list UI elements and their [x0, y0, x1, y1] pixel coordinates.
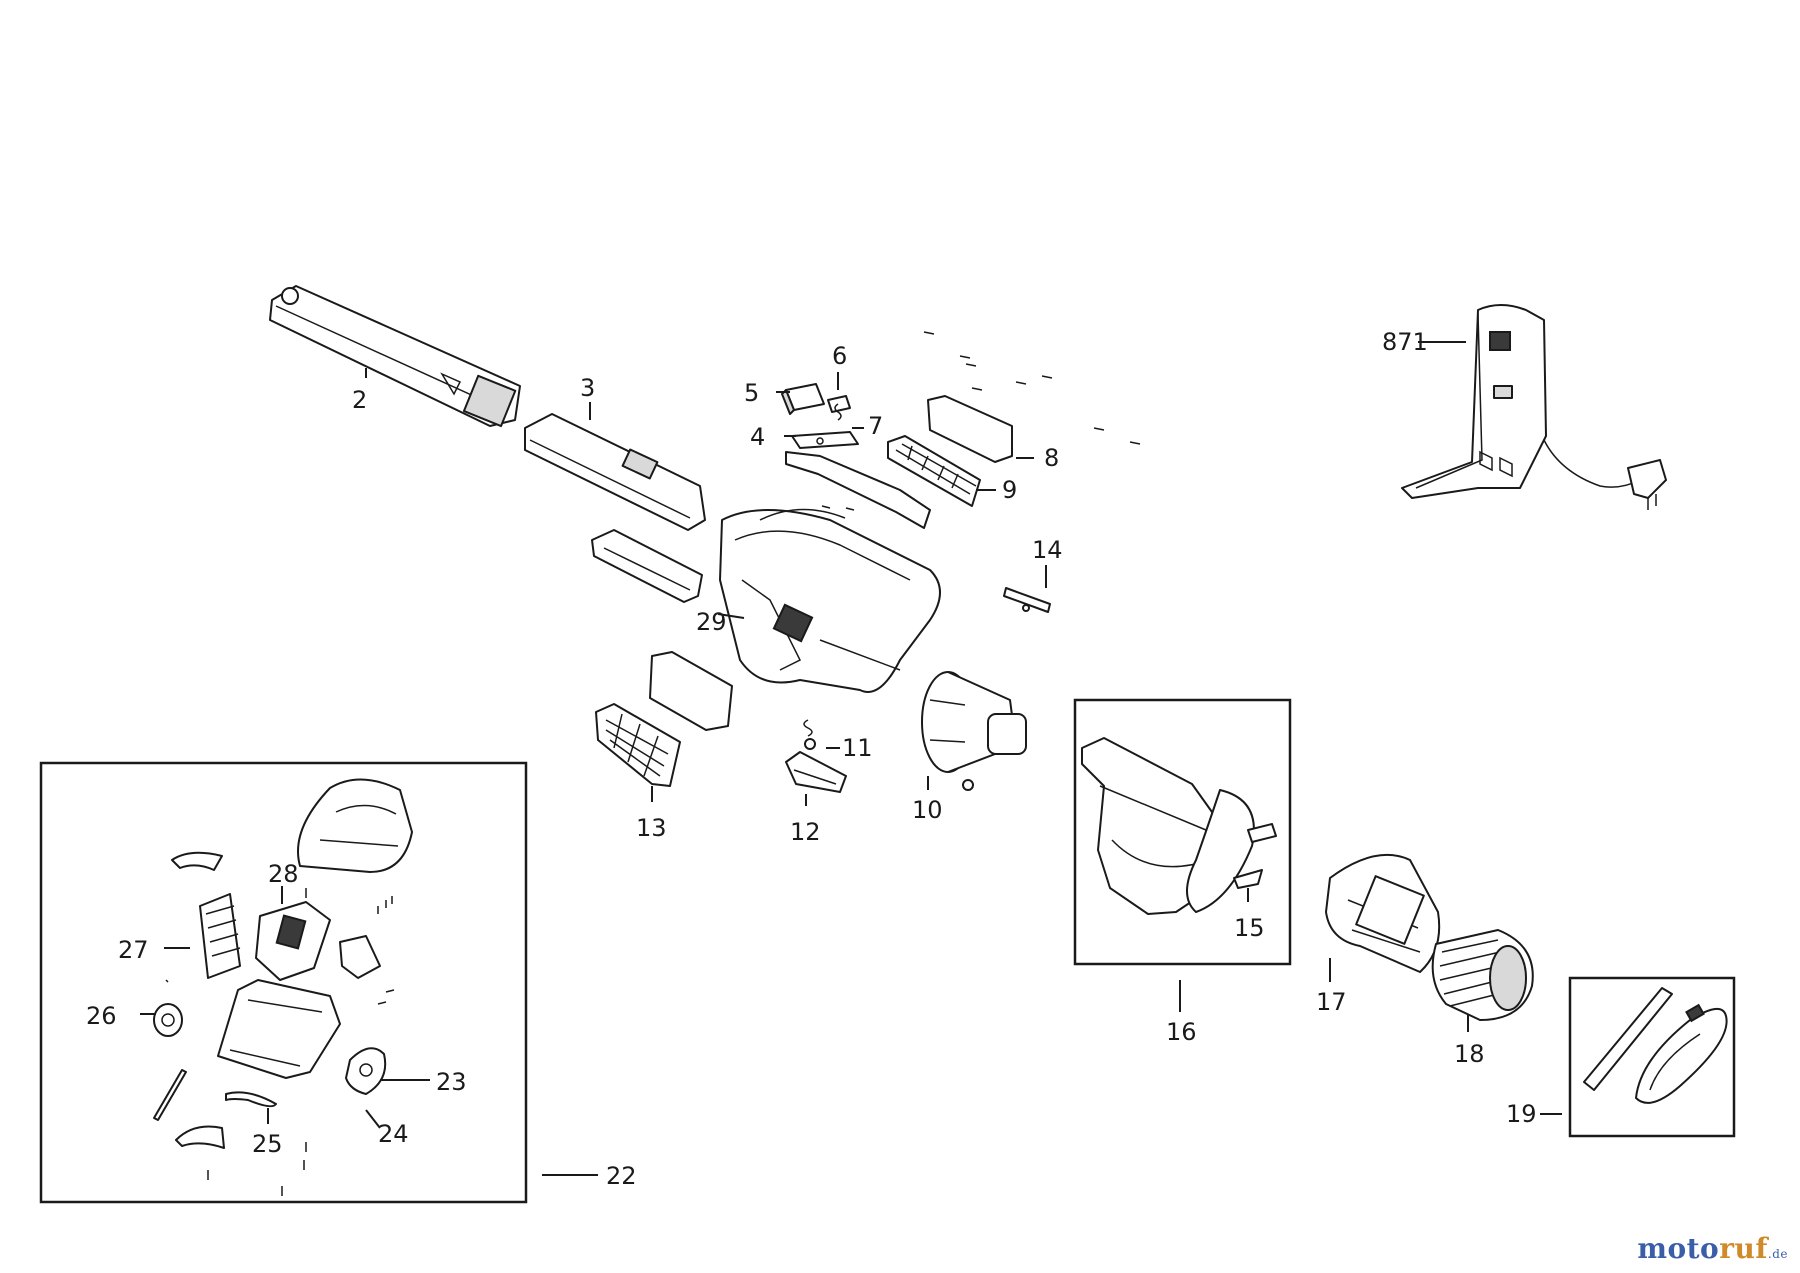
- part-22-axle-rod[interactable]: [153, 1069, 187, 1121]
- part-22-floor-head-cover[interactable]: [297, 778, 413, 873]
- part-23-motor[interactable]: [345, 1047, 387, 1095]
- callout-22: 22: [606, 1162, 637, 1190]
- part-17-filter-cage[interactable]: [1325, 853, 1441, 973]
- watermark-part1: moto: [1637, 1232, 1720, 1265]
- callout-6: 6: [832, 342, 847, 370]
- part-19-group-box: [1568, 976, 1736, 1138]
- callout-15: 15: [1234, 914, 1265, 942]
- callout-11: 11: [842, 734, 873, 762]
- part-14-rod[interactable]: [1003, 587, 1051, 613]
- leader-lines: [140, 341, 1562, 1176]
- watermark-part3: .de: [1767, 1247, 1788, 1261]
- part-22-group-box: [39, 761, 528, 1204]
- part-19-gasket[interactable]: [1583, 987, 1728, 1104]
- part-28-housing-cover[interactable]: [255, 901, 331, 981]
- callout-3: 3: [580, 374, 595, 402]
- part-29-main-body[interactable]: [719, 508, 941, 693]
- part-12-latch[interactable]: [785, 751, 847, 793]
- part-26-end-cap[interactable]: [153, 1003, 183, 1037]
- callout-871: 871: [1382, 328, 1428, 356]
- callout-19: 19: [1506, 1100, 1537, 1128]
- watermark-part2: ruf: [1719, 1232, 1768, 1265]
- part-3-tube-sleeve[interactable]: [524, 413, 706, 531]
- part-9-handle-cover[interactable]: [887, 435, 981, 507]
- part-11-spring[interactable]: [803, 719, 816, 750]
- part-2-extension-tube[interactable]: [269, 285, 521, 428]
- callout-7: 7: [868, 412, 883, 440]
- part-16-dust-bowl[interactable]: [1081, 737, 1277, 915]
- part-13-grill-plate[interactable]: [595, 703, 681, 787]
- part-22-brush-guard[interactable]: [171, 851, 223, 871]
- part-25-drive-belt[interactable]: [225, 1091, 277, 1108]
- callout-10: 10: [912, 796, 943, 824]
- part-18-pleated-filter[interactable]: [1431, 929, 1534, 1021]
- part-4-plate[interactable]: [791, 431, 859, 449]
- part-22-lower-guard[interactable]: [175, 1125, 225, 1149]
- callout-9: 9: [1002, 476, 1017, 504]
- callout-8: 8: [1044, 444, 1059, 472]
- battery-tray[interactable]: [591, 529, 703, 603]
- callout-18: 18: [1454, 1040, 1485, 1068]
- callout-23: 23: [436, 1068, 467, 1096]
- callout-13: 13: [636, 814, 667, 842]
- callout-24: 24: [378, 1120, 409, 1148]
- watermark-logo: motoruf.de: [1637, 1232, 1788, 1265]
- part-22-clip[interactable]: [339, 935, 381, 979]
- callout-2: 2: [352, 386, 367, 414]
- callout-labels: 2 3 4 5 6 7 8 9 10 11 12 13 14 15 16 17 …: [86, 328, 1537, 1190]
- screws-lower: [165, 888, 395, 1196]
- screws-upper: [821, 331, 1141, 511]
- top-frame-part[interactable]: [785, 451, 931, 529]
- part-15-seal[interactable]: [1233, 869, 1263, 889]
- part-7-spring[interactable]: [834, 403, 842, 421]
- callout-5: 5: [744, 379, 759, 407]
- callout-29: 29: [696, 608, 727, 636]
- part-22-base-plate[interactable]: [217, 979, 341, 1079]
- callout-28: 28: [268, 860, 299, 888]
- part-8-foam-pad[interactable]: [927, 395, 1013, 463]
- lower-foam-pad[interactable]: [649, 651, 733, 731]
- callout-12: 12: [790, 818, 821, 846]
- callout-16: 16: [1166, 1018, 1197, 1046]
- part-10-motor-assembly[interactable]: [921, 671, 1027, 791]
- part-27-brush-roll[interactable]: [199, 893, 241, 979]
- callout-17: 17: [1316, 988, 1347, 1016]
- callout-26: 26: [86, 1002, 117, 1030]
- callout-27: 27: [118, 936, 149, 964]
- part-16-group-box: [1073, 698, 1292, 966]
- callout-14: 14: [1032, 536, 1063, 564]
- callout-25: 25: [252, 1130, 283, 1158]
- part-871-charging-dock[interactable]: [1401, 304, 1667, 510]
- part-6-knob[interactable]: [827, 395, 851, 413]
- callout-4: 4: [750, 423, 765, 451]
- part-5-button[interactable]: [781, 383, 825, 415]
